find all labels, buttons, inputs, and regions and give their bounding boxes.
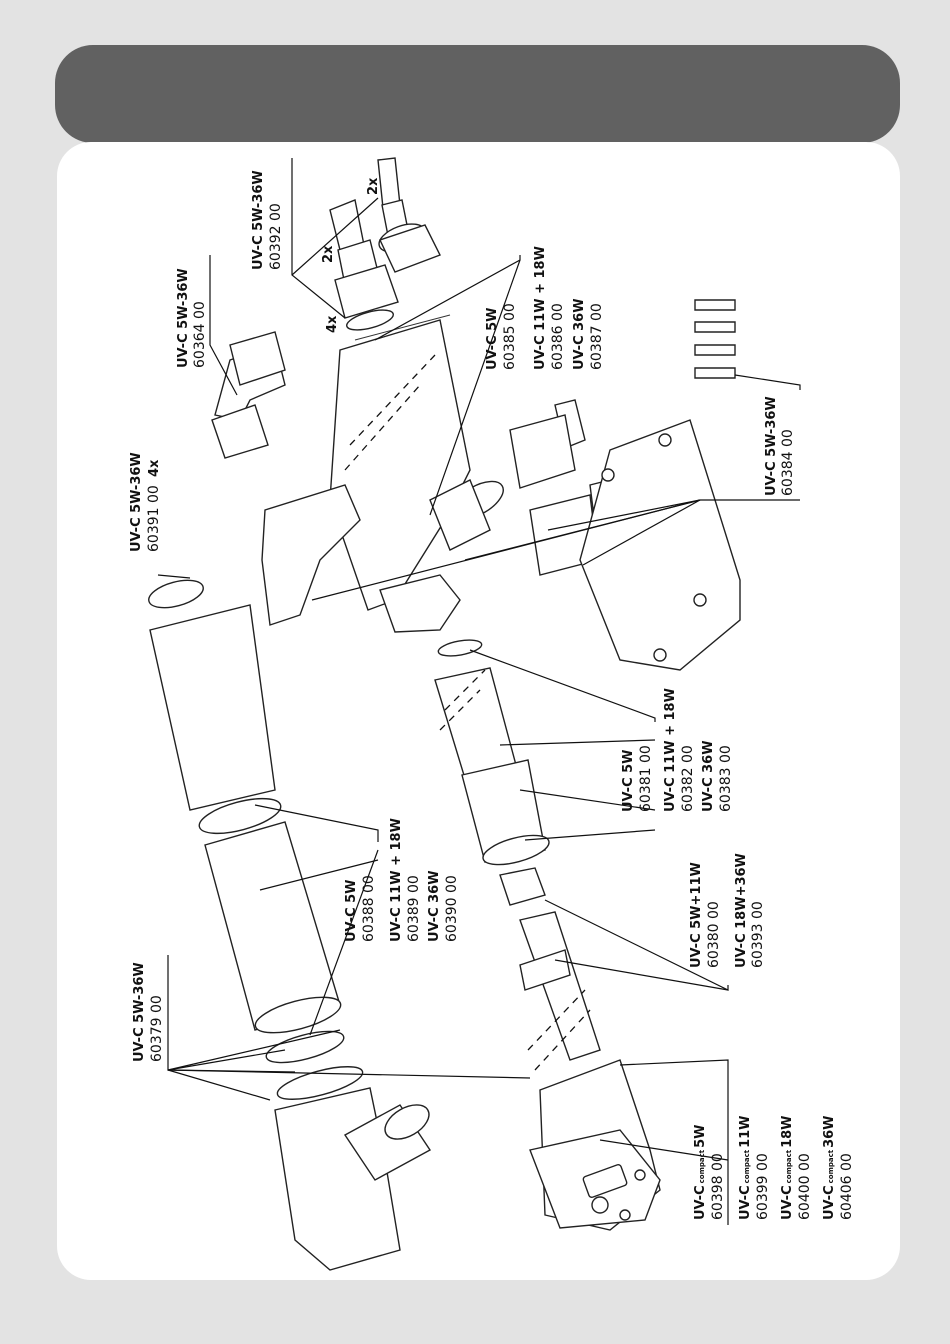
label-60381-c1: 60381 00 [638,745,654,812]
label-compact-5w: UV-C compact5W [693,1125,708,1220]
control-unit-part [529,1059,661,1231]
qty-label-4x: 4x [325,315,340,333]
label-60391: UV-C 5W-36W 60391 00 [129,452,162,552]
compact-11w-sub: compact [743,1149,751,1183]
label-60380-c2: 60393 00 [750,901,766,968]
label-60388-c1: 60388 00 [361,875,377,942]
label-60385-m2: UV-C 11W + 18W [533,246,548,370]
compact-36w-sub: compact [827,1149,835,1183]
label-60392: UV-C 5W-36W 60392 00 [251,170,284,270]
label-compact-11w: UV-C compact 11W [738,1115,753,1220]
label-60385-c2: 60386 00 [550,303,566,370]
label-compact-36w: UV-C compact 36W [822,1115,837,1220]
compact-5w-prefix: UV-C [693,1185,708,1220]
label-60379: UV-C 5W-36W 60379 00 [132,962,165,1062]
label-60391-qty: 4x [147,459,162,477]
label-compact-c1: 60398 00 [710,1153,726,1220]
label-60391-code: 60391 00 [146,485,162,552]
label-60379-code: 60379 00 [149,995,165,1062]
label-60381: UV-C 5W 60381 00 UV-C 11W + 18W 60382 00… [621,688,734,812]
label-compact-c3: 60400 00 [797,1153,813,1220]
label-60391-model: UV-C 5W-36W [129,452,144,552]
label-60388: UV-C 5W 60388 00 UV-C 11W + 18W 60389 00… [344,818,460,942]
label-60384: UV-C 5W-36W 60384 00 [764,396,796,496]
label-60380-c1: 60380 00 [706,901,722,968]
label-60388-m3: UV-C 36W [427,870,442,942]
label-60381-m3: UV-C 36W [701,740,716,812]
label-60364-model: UV-C 5W-36W [176,268,191,368]
label-60381-m2: UV-C 11W + 18W [663,688,678,812]
label-compact-c4: 60406 00 [839,1153,855,1220]
label-60388-c2: 60389 00 [406,875,422,942]
label-60379-model: UV-C 5W-36W [132,962,147,1062]
inner-tube-part [434,639,550,866]
label-compact-18w: UV-C compact 18W [780,1115,795,1220]
label-60364-code: 60364 00 [192,301,208,368]
compact-18w-watt: 18W [780,1115,795,1147]
qty-label-2x-a: 2x [366,177,381,195]
compact-18w-prefix: UV-C [780,1185,795,1220]
leader-lines [157,158,801,1225]
qty-label-2x-b: 2x [321,245,336,263]
label-compact-c2: 60399 00 [755,1153,771,1220]
hose-nozzle-parts [329,157,441,331]
label-60381-c2: 60382 00 [680,745,696,812]
label-60380: UV-C 5W+11W 60380 00 UV-C 18W+36W 60393 … [689,853,766,968]
label-60388-m2: UV-C 11W + 18W [389,818,404,942]
compact-36w-watt: 36W [822,1115,837,1147]
label-60384-model: UV-C 5W-36W [764,396,779,496]
label-60381-c3: 60383 00 [718,745,734,812]
label-60392-code: 60392 00 [268,203,284,270]
compact-11w-watt: 11W [738,1115,753,1147]
label-60385-c1: 60385 00 [502,303,518,370]
lower-housing-part [274,1087,432,1271]
label-60385-m3: UV-C 36W [572,298,587,370]
screw-set [694,299,736,379]
label-60385: UV-C 5W 60385 00 UV-C 11W + 18W 60386 00… [485,246,605,370]
upper-housing-part [261,314,504,633]
label-60388-m1: UV-C 5W [344,879,359,942]
header-bar [55,45,900,143]
compact-11w-prefix: UV-C [738,1185,753,1220]
compact-5w-sub: compact [698,1149,706,1183]
quartz-tube-part [204,821,364,1100]
label-60388-c3: 60390 00 [444,875,460,942]
label-60384-code: 60384 00 [780,429,796,496]
compact-36w-prefix: UV-C [822,1185,837,1220]
label-60392-model: UV-C 5W-36W [251,170,266,270]
compact-5w-watt: 5W [693,1125,708,1148]
elbow-pipe-part [211,331,286,459]
label-compact: UV-Ccompact5W 60398 00 UV-Ccompact11W 60… [693,1115,855,1220]
label-60385-c3: 60387 00 [589,303,605,370]
outer-cylinder-part [148,579,282,835]
label-60380-m1: UV-C 5W+11W [689,862,704,968]
compact-18w-sub: compact [785,1149,793,1183]
base-plate-part [509,399,741,671]
lamp-socket-part [499,867,601,1061]
label-60385-m1: UV-C 5W [485,307,500,370]
label-60364: UV-C 5W-36W 60364 00 [176,268,208,368]
label-60381-m1: UV-C 5W [621,749,636,812]
label-60380-m2: UV-C 18W+36W [734,853,749,968]
assembly-axis-lines [344,354,591,1071]
